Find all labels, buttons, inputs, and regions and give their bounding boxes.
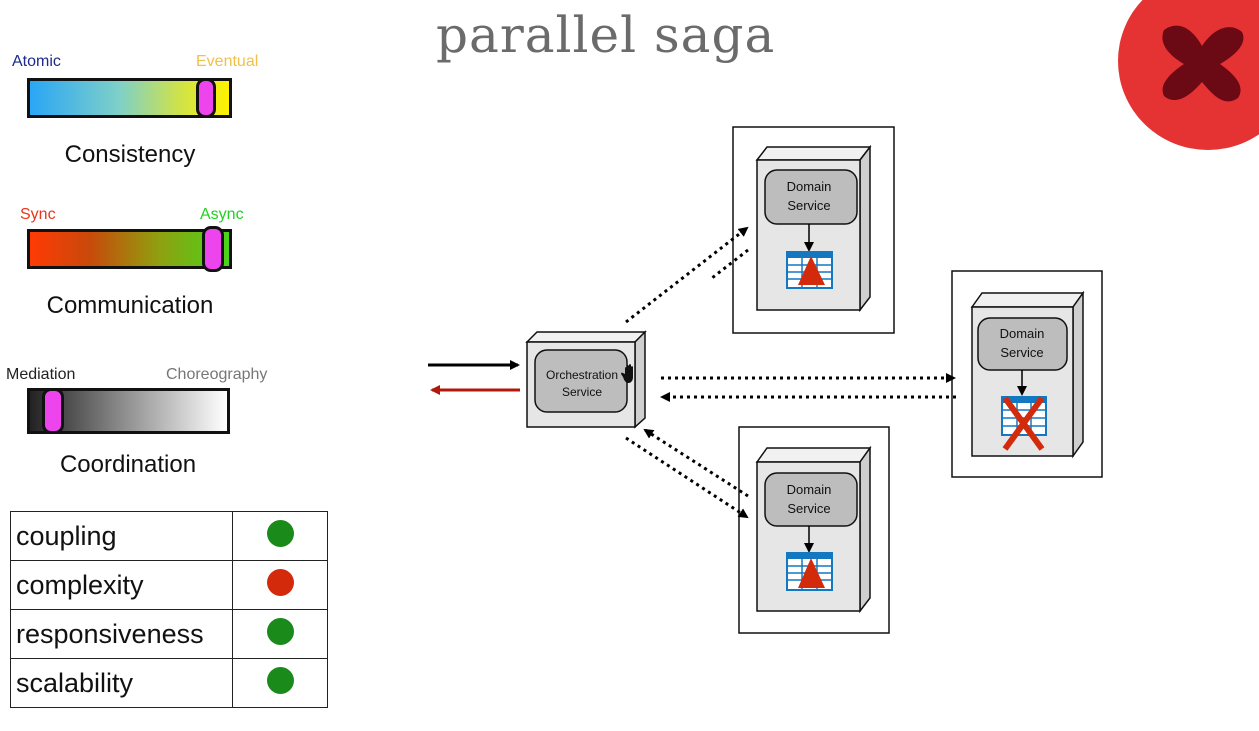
x-mark-icon bbox=[1162, 25, 1244, 102]
domain-service-bottom: Domain Service bbox=[738, 426, 890, 634]
domain-label-line1: Domain bbox=[787, 179, 832, 194]
coordination-title: Coordination bbox=[59, 451, 197, 478]
domain-label-line2: Service bbox=[787, 501, 830, 516]
communication-right-label: Async bbox=[200, 206, 244, 223]
warning-triangle-icon bbox=[798, 256, 825, 285]
dotted-arrow-icon bbox=[625, 436, 749, 519]
rating-dot-good bbox=[266, 667, 294, 694]
communication-left-label: Sync bbox=[20, 206, 56, 223]
coordination-bar bbox=[27, 388, 230, 434]
communication-bar bbox=[27, 226, 232, 272]
table-row: scalability bbox=[10, 658, 328, 708]
rating-dot-bad bbox=[266, 569, 294, 596]
orchestration-service: Orchestration Service bbox=[525, 330, 647, 429]
quality-name: responsiveness bbox=[10, 609, 233, 659]
communication-title: Communication bbox=[46, 292, 214, 319]
quality-name: scalability bbox=[10, 658, 233, 708]
orchestrator-label-line1: Orchestration bbox=[546, 368, 618, 382]
domain-label-line1: Domain bbox=[787, 482, 832, 497]
domain-service-top: Domain Service bbox=[732, 126, 895, 334]
quality-table: coupling complexity responsiveness scala… bbox=[10, 511, 328, 708]
orchestrator-label-line2: Service bbox=[562, 385, 602, 399]
dotted-arrow-icon bbox=[711, 248, 749, 280]
consistency-left-label: Atomic bbox=[12, 53, 61, 70]
hand-icon bbox=[621, 364, 633, 383]
table-row: responsiveness bbox=[10, 609, 328, 659]
table-row: complexity bbox=[10, 560, 328, 610]
dotted-arrow-icon bbox=[625, 226, 749, 324]
consistency-right-label: Eventual bbox=[196, 53, 259, 70]
domain-label-line2: Service bbox=[787, 198, 830, 213]
communication-marker bbox=[202, 226, 224, 272]
coordination-left-label: Mediation bbox=[6, 366, 76, 383]
failure-x-icon bbox=[1002, 396, 1045, 451]
domain-service-right: Domain Service bbox=[951, 270, 1103, 478]
consistency-bar bbox=[27, 78, 232, 118]
page-title: parallel saga bbox=[436, 6, 776, 64]
domain-label-line1: Domain bbox=[1000, 326, 1045, 341]
consistency-marker bbox=[196, 78, 216, 118]
dotted-arrow-icon bbox=[643, 428, 749, 498]
rating-dot-good bbox=[266, 618, 294, 645]
rating-dot-good bbox=[266, 520, 294, 547]
coordination-right-label: Choreography bbox=[166, 366, 268, 383]
domain-label-line2: Service bbox=[1000, 345, 1043, 360]
warning-triangle-icon bbox=[798, 558, 825, 588]
consistency-title: Consistency bbox=[64, 141, 196, 168]
coordination-marker bbox=[42, 388, 64, 434]
